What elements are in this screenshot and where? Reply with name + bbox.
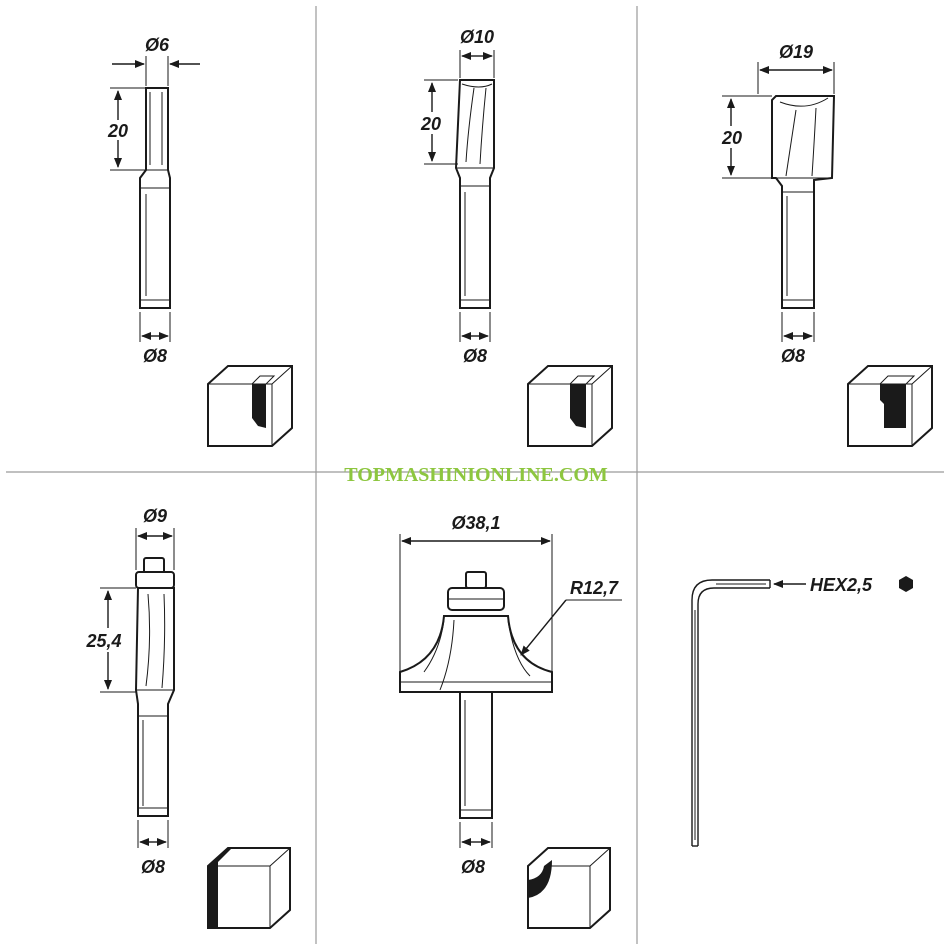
panel-straight-bit-6: Ø6 20 Ø8 [107, 35, 293, 447]
panel-flush-trim-bit: Ø9 25,4 Ø8 [85, 506, 291, 929]
diameter-dimension: Ø19 [757, 42, 835, 94]
bit-drawing [454, 79, 495, 309]
top-diameter-label: Ø10 [460, 27, 494, 47]
height-label: 20 [420, 114, 441, 134]
top-diameter-label: Ø9 [143, 506, 167, 526]
hex-label: HEX2,5 [810, 575, 873, 595]
cut-profile-cube [207, 365, 293, 447]
height-dimension: 25,4 [85, 587, 136, 693]
hex-callout: HEX2,5 [773, 575, 913, 595]
radius-label: R12,7 [570, 578, 619, 598]
cut-profile-cube [847, 365, 933, 447]
panel-hex-key: HEX2,5 [691, 575, 913, 847]
panel-straight-bit-10: Ø10 20 Ø8 [420, 27, 613, 447]
height-dimension: 20 [420, 79, 458, 165]
height-dimension: 20 [107, 87, 146, 171]
top-diameter-label: Ø6 [145, 35, 170, 55]
grid-lines [6, 6, 944, 944]
panel-straight-bit-19: Ø19 20 Ø8 [721, 42, 933, 447]
shank-label: Ø8 [461, 857, 485, 877]
cut-profile-cube [527, 847, 611, 929]
diameter-dimension: Ø10 [459, 27, 495, 78]
shank-label: Ø8 [143, 346, 167, 366]
panel-roundover-bit: Ø38,1 R12,7 Ø8 [399, 513, 622, 929]
shank-dimension: Ø8 [139, 312, 171, 366]
shank-label: Ø8 [781, 346, 805, 366]
diameter-dimension: Ø9 [135, 506, 175, 570]
bit-drawing [139, 87, 171, 309]
shank-label: Ø8 [141, 857, 165, 877]
diameter-dimension: Ø38,1 [399, 513, 553, 692]
shank-dimension: Ø8 [781, 312, 815, 366]
bit-drawing [399, 571, 553, 819]
bit-drawing [771, 95, 836, 309]
top-diameter-label: Ø38,1 [451, 513, 500, 533]
height-dimension: 20 [721, 95, 772, 179]
shank-label: Ø8 [463, 346, 487, 366]
shank-dimension: Ø8 [459, 312, 491, 366]
diameter-dimension: Ø6 [112, 35, 200, 86]
cut-profile-cube [207, 847, 291, 929]
cut-profile-cube [527, 365, 613, 447]
radius-callout: R12,7 [520, 578, 622, 656]
top-diameter-label: Ø19 [779, 42, 813, 62]
height-label: 20 [107, 121, 128, 141]
height-label: 25,4 [85, 631, 121, 651]
hexagon-icon [899, 576, 913, 592]
watermark: TOPMASHINIONLINE.COM [344, 464, 608, 486]
shank-dimension: Ø8 [137, 820, 169, 877]
bit-drawing [134, 557, 175, 817]
height-label: 20 [721, 128, 742, 148]
hex-key-drawing [691, 579, 771, 847]
shank-dimension: Ø8 [459, 822, 493, 877]
